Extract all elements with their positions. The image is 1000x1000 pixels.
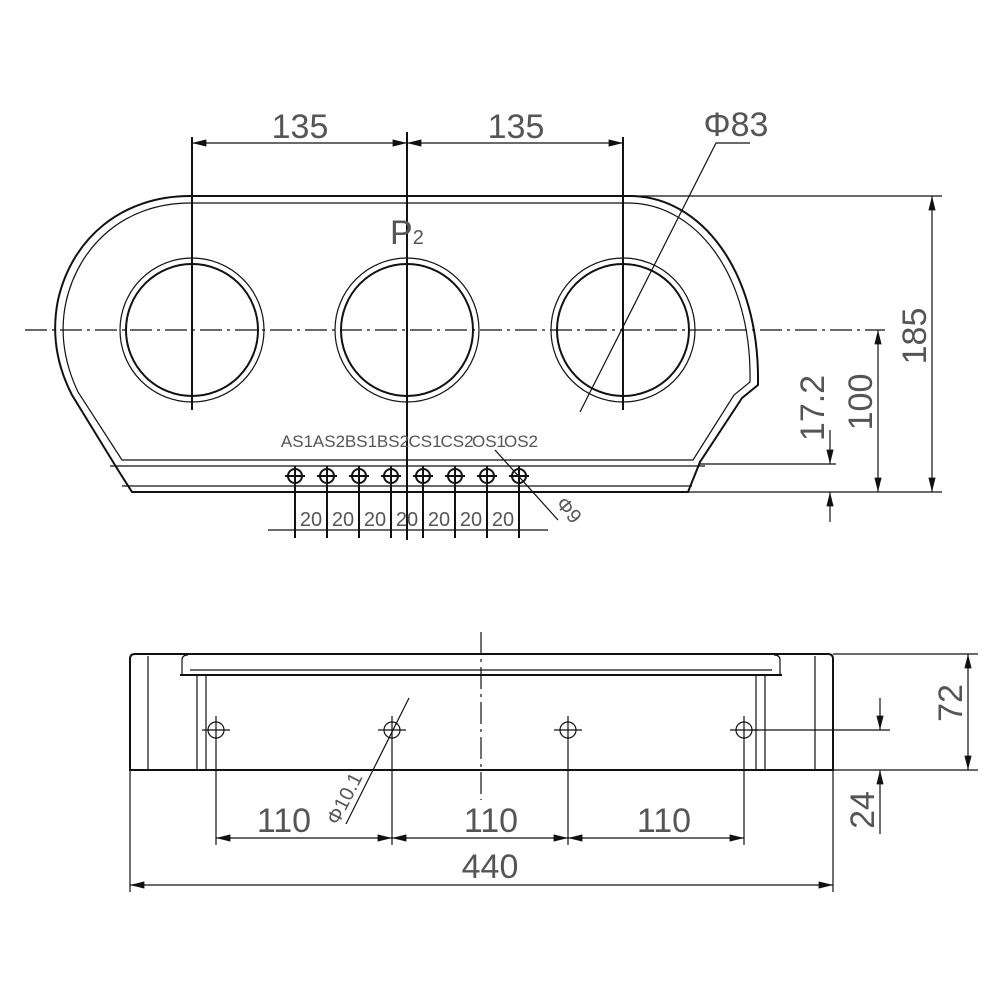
mounting-hole [730,716,758,845]
dim-110-3: 110 [637,802,691,840]
mounting-holes [202,716,758,845]
dim-185: 185 [896,308,934,365]
terminal-labels: AS1 AS2 BS1 BS2 CS1 CS2 OS1 OS2 [281,432,538,451]
terminal-label: BS2 [377,432,409,451]
front-view: 110 110 110 Φ10.1 440 72 24 [129,632,978,892]
dim-72: 72 [932,684,970,722]
terminal-hole [381,466,401,538]
dim-100: 100 [842,374,880,431]
terminal-hole [413,466,433,538]
housing-inner-outline [62,202,751,461]
terminal-label: OS2 [504,432,538,451]
housing-outline [54,195,760,493]
pitch-label: 20 [300,509,322,531]
terminal-label: CS2 [440,432,473,451]
dim-phi9: Φ9 [551,493,585,528]
terminal-hole [445,466,465,538]
pitch-label: 20 [396,509,418,531]
dim-135-left: 135 [272,108,329,146]
pitch-label: 20 [460,509,482,531]
terminal-label: AS2 [313,432,345,451]
dim-110-1: 110 [257,802,311,840]
terminal-hole [477,466,497,538]
dim-135-right: 135 [488,108,545,146]
terminal-hole [285,466,305,538]
dim-17-2: 17.2 [794,375,832,441]
dim-24: 24 [844,791,882,829]
mounting-hole [202,716,230,845]
terminal-label: OS1 [472,432,506,451]
front-outline [129,653,834,771]
terminal-hole [317,466,337,538]
dim-phi83: Φ83 [704,106,769,144]
top-view: 135 135 Φ83 P2 AS1 AS2 BS1 BS2 CS1 CS2 O… [25,106,942,540]
phase-label: P2 [390,214,424,252]
pitch-label: 20 [364,509,386,531]
terminal-holes [285,466,529,538]
mounting-hole [554,716,582,845]
terminal-hole [349,466,369,538]
dim-440: 440 [462,848,519,886]
terminal-label: AS1 [281,432,313,451]
terminal-label: BS1 [345,432,377,451]
pitch-label: 20 [332,509,354,531]
dim-110-2: 110 [464,802,518,840]
pitch-label: 20 [492,509,514,531]
pitch-label: 20 [428,509,450,531]
dim-phi10-1: Φ10.1 [323,769,368,828]
mounting-hole [378,716,406,845]
terminal-label: CS1 [408,432,441,451]
terminal-pitch-dims: 20 20 20 20 20 20 20 [300,509,514,531]
